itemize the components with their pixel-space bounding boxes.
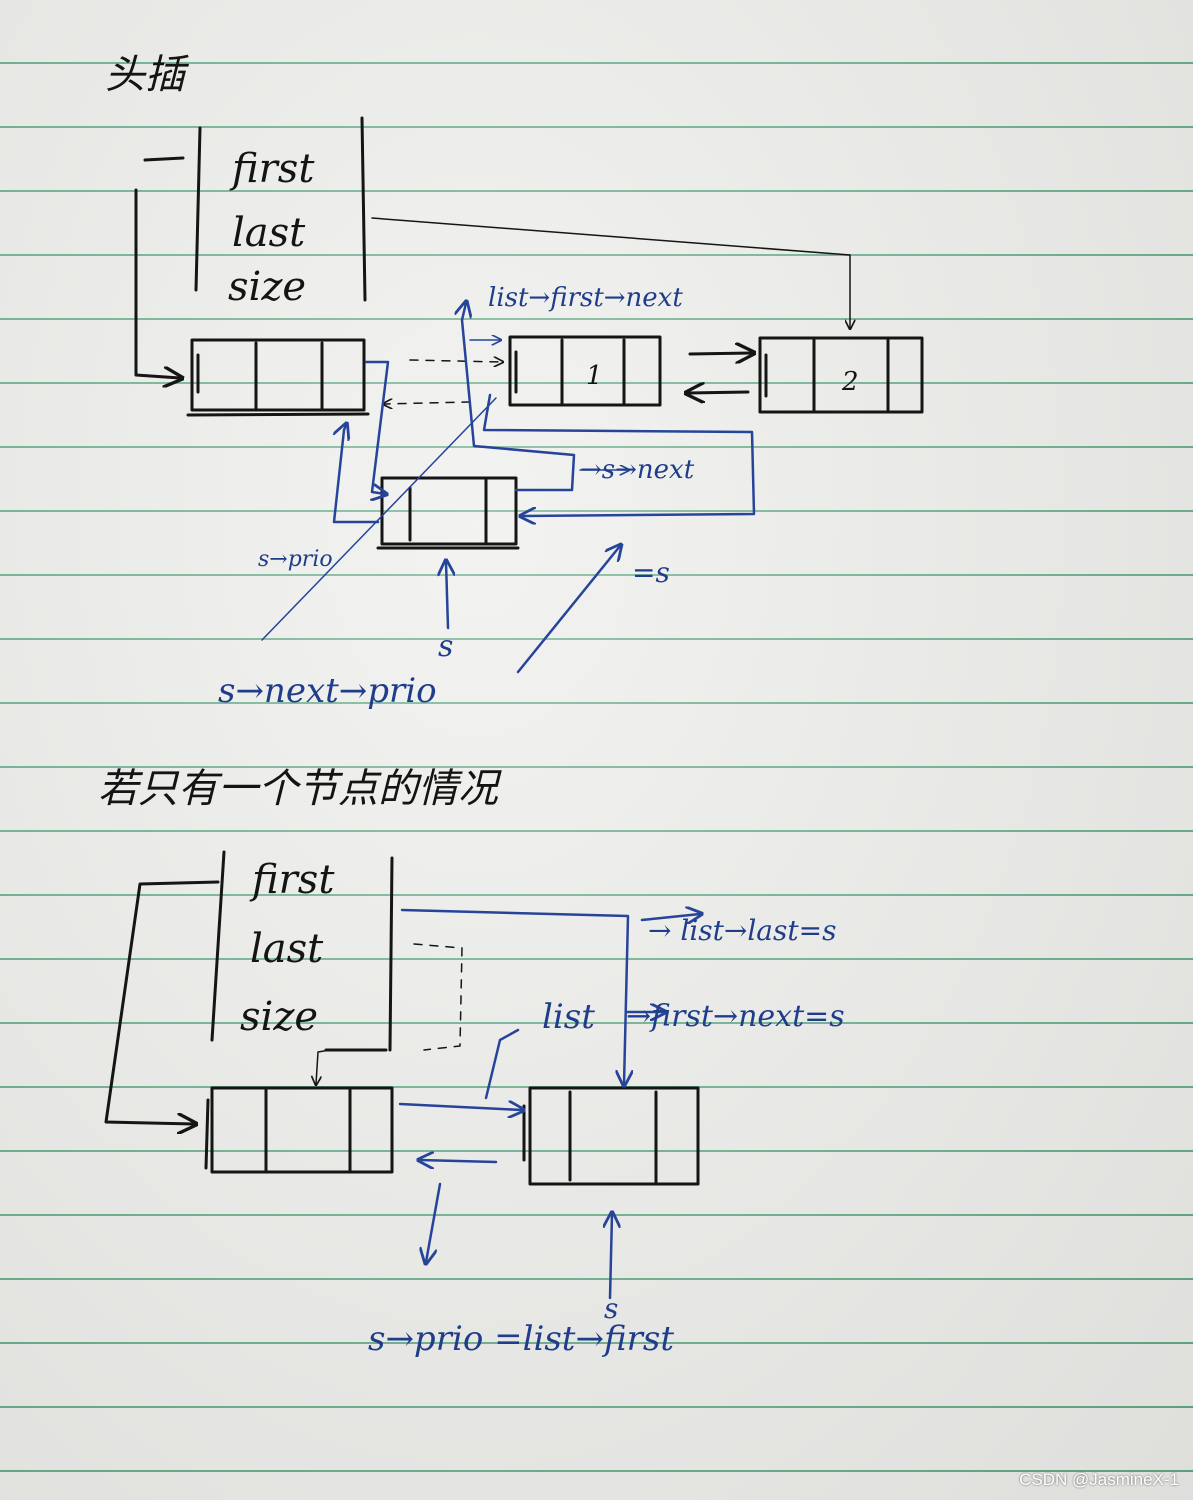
csdn-watermark: CSDN @JasmineX-1 [1019,1470,1179,1489]
s-next-prio-thin-line [261,397,497,641]
label-last-eq-s: → list→last=s [648,914,836,947]
s-pointer-arrow [446,562,448,630]
section1: 头插 first last size 1 [105,52,924,711]
node1-prio-to-s-arrow [482,393,756,516]
old-next-dashed [409,360,502,362]
old-prio-dashed [384,402,471,404]
header2-field-first: first [249,857,335,903]
s-prio-to-head-arrow-2 [420,1160,498,1162]
header2-field-last: last [250,926,324,972]
header-field-last: last [232,210,306,256]
label-list: list [542,997,595,1037]
first-pointer-to-s-arrow [400,908,628,1084]
last-pointer-arrow [371,217,850,328]
node1-to-node2-arrow [688,353,752,354]
label-first-next-eq-s: →first→next=s [626,999,845,1034]
header-struct-2: first last size [210,850,394,1052]
dashed-old-link-2 [413,943,463,1051]
down-pointer-arrow [426,1182,442,1262]
head-node-1 [186,338,370,417]
s-pointer-arrow-2 [610,1214,612,1300]
last-label-arrow [640,914,700,920]
list-node-2: 2 [758,336,924,414]
label-s-2: s [604,1292,618,1325]
new-node-s-2 [522,1086,700,1186]
eq-s-arrow [516,546,620,674]
head-next-to-s-arrow [364,360,388,494]
list-node-1: 1 [508,335,662,407]
label-s-next-prio: s→next→prio [218,671,437,711]
label-eq-s: =s [632,556,670,589]
node-value-2: 2 [841,367,859,397]
head-pointer-arrow [134,188,180,378]
node-value-1: 1 [586,361,603,391]
head-first-down-arrow [316,1049,331,1084]
head-node-2 [204,1086,394,1174]
header-struct-1: first last size [143,116,367,310]
label-s-prio: s→prio [258,547,333,572]
section2: 若只有一个节点的情况 first last size [98,766,845,1359]
header2-field-size: size [240,994,318,1040]
header-field-size: size [228,264,306,310]
node2-to-node1-arrow [688,392,750,393]
s-next-to-node1-arrow [462,303,576,492]
new-node-s [376,476,520,550]
section2-heading: 若只有一个节点的情况 [98,766,502,812]
header-field-first: first [229,146,315,192]
head-next-to-s-arrow-2 [398,1104,522,1110]
section1-heading: 头插 [105,52,190,98]
s-prio-to-head-arrow [334,425,380,524]
head-pointer-arrow-2 [104,880,220,1124]
label-first-next: list→first→next [488,283,683,313]
list-label-arrow [484,1028,520,1100]
label-s-next: →s→next [580,455,695,485]
label-s: s [438,629,453,664]
label-s-prio-eq: s→prio =list→first [368,1319,674,1359]
